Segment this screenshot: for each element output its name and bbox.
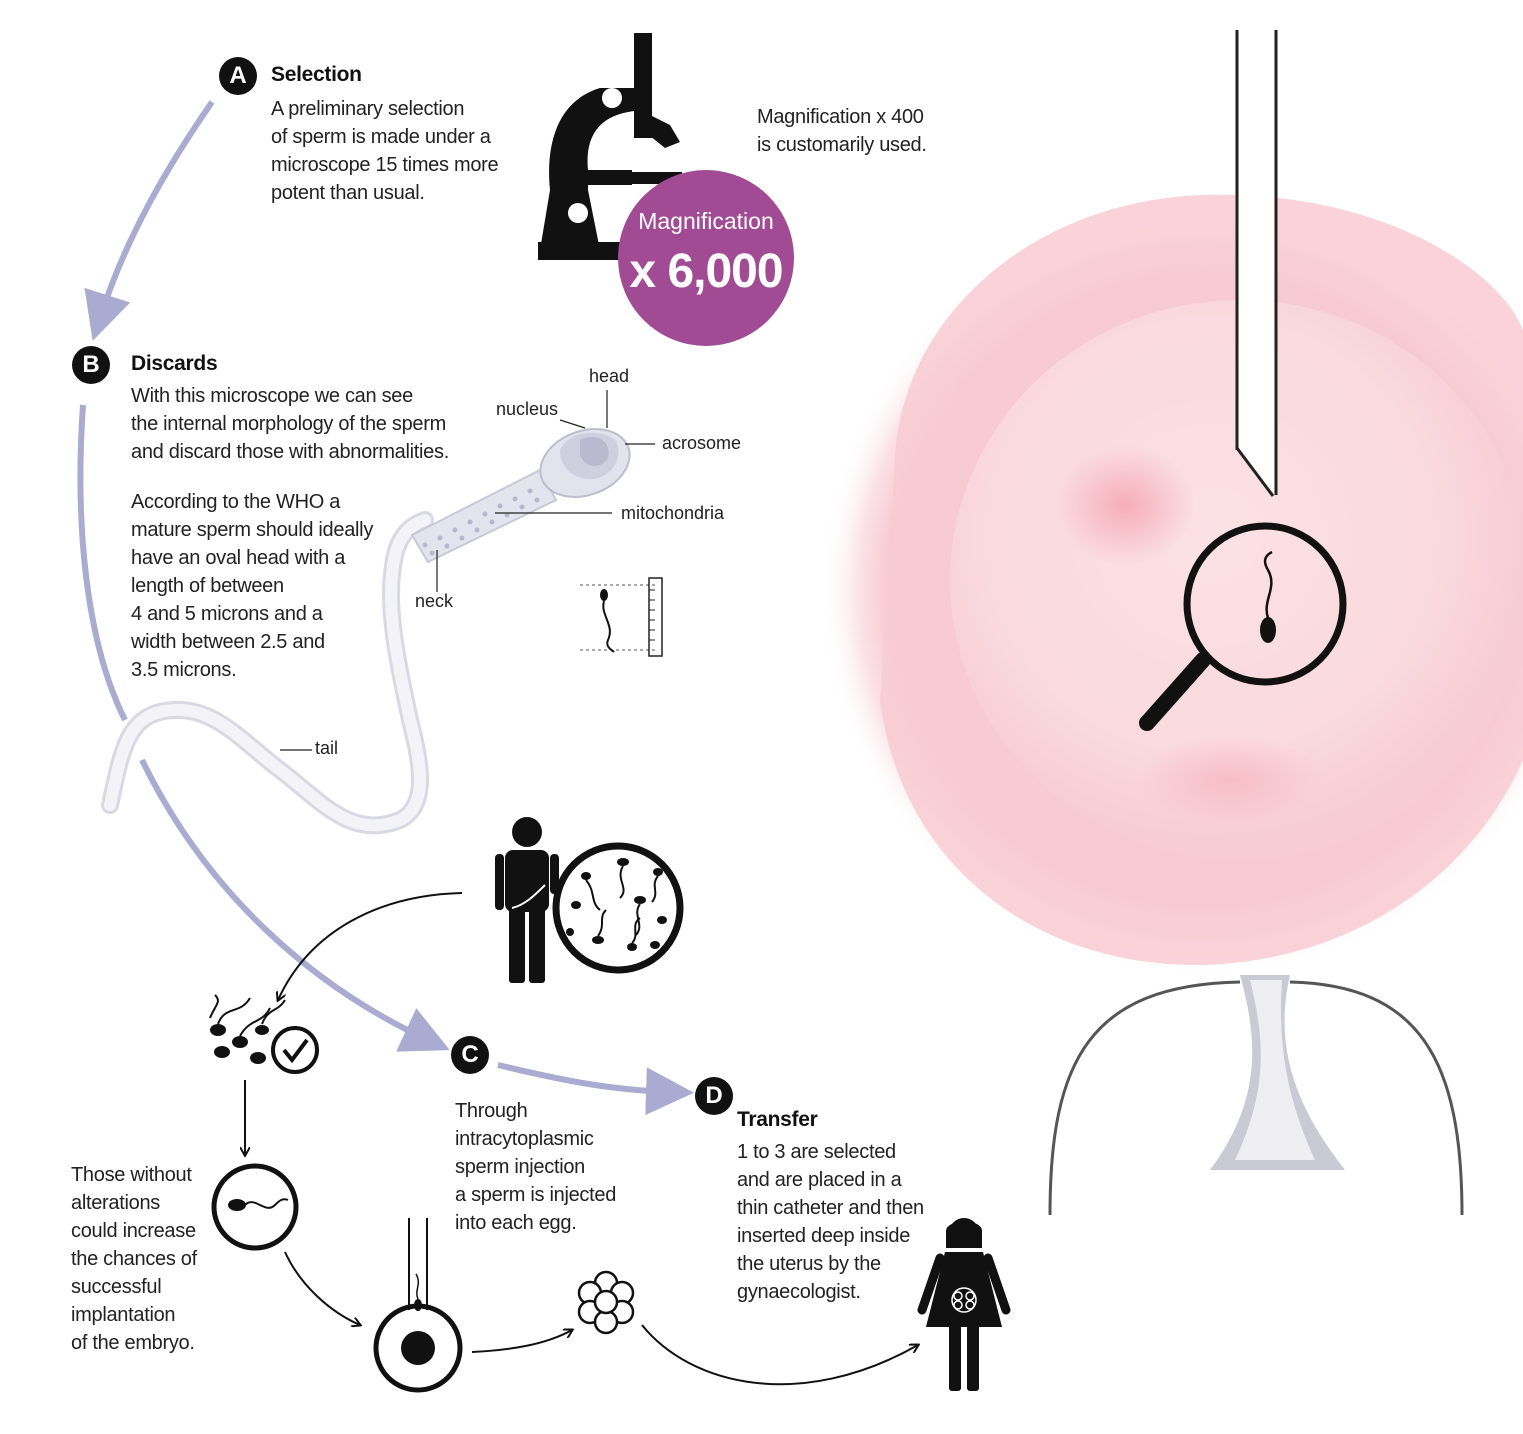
woman-icon [917,1218,1011,1391]
sperm-sample-icon [552,842,684,974]
magnification-note-body: Magnification x 400 is customarily used. [757,106,927,156]
step-b-badge: B [72,346,110,384]
process-arrows [245,892,918,1386]
step-a-text: A preliminary selection of sperm is made… [271,95,531,207]
step-b-text-1: With this microscope we can see the inte… [131,382,461,466]
sperm-cell-icon [211,1163,299,1251]
side-note: Those without alterations could increase… [71,1161,231,1357]
step-b-text-2-body: According to the WHO a mature sperm shou… [131,491,374,681]
step-b-title: Discards [131,352,218,375]
egg-injection-icon [373,1218,463,1393]
step-b-text-1-body: With this microscope we can see the inte… [131,385,449,463]
holding-pipette [1048,975,1464,1216]
step-d-title: Transfer [737,1108,818,1131]
magnification-badge: Magnification x 6,000 [618,170,794,346]
label-tail: tail [315,738,339,758]
step-d-text: 1 to 3 are selected and are placed in a … [737,1138,957,1306]
embryo-icon [577,1270,635,1335]
step-d-badge: D [695,1077,733,1115]
magnification-badge-value: x 6,000 [629,245,783,298]
label-acrosome: acrosome [662,433,742,453]
magnifier-icon [1139,522,1347,731]
man-icon [495,817,559,983]
label-neck: neck [415,591,454,611]
egg-illustration [820,194,1523,975]
ruler-icon [580,577,663,657]
sperm-check-icon [209,994,319,1074]
magnification-badge-label: Magnification [638,208,774,234]
step-c-badge: C [451,1036,489,1074]
step-a-badge: A [219,57,257,95]
flow-arrows [77,100,694,1116]
side-note-body: Those without alterations could increase… [71,1164,197,1354]
step-c-text-body: Through intracytoplasmic sperm injection… [455,1100,617,1234]
label-mitochondria: mitochondria [621,503,725,523]
injection-needle [1235,30,1278,497]
sperm-anatomy-illustration [101,390,655,835]
step-a-title: Selection [271,63,362,86]
label-head: head [589,366,630,386]
step-b-text-2: According to the WHO a mature sperm shou… [131,488,391,684]
step-a-text-body: A preliminary selection of sperm is made… [271,98,499,204]
label-nucleus: nucleus [496,399,559,419]
step-d-text-body: 1 to 3 are selected and are placed in a … [737,1141,924,1303]
magnification-note: Magnification x 400 is customarily used. [757,103,977,159]
step-c-text: Through intracytoplasmic sperm injection… [455,1097,655,1237]
